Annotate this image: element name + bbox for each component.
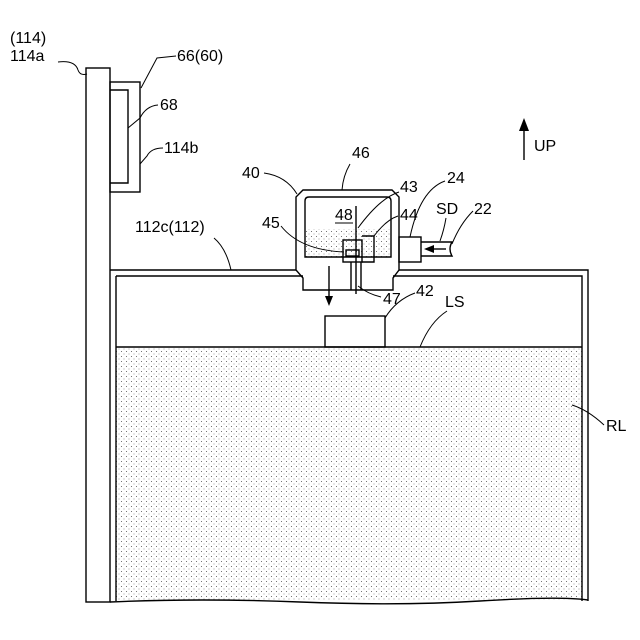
label-rl: RL (606, 418, 627, 435)
label-114: (114) (10, 30, 46, 47)
label-48: 48 (335, 207, 353, 224)
leader-40 (264, 173, 297, 194)
drop-arrow-head (325, 296, 333, 306)
label-46: 46 (352, 145, 370, 162)
plate-114a (86, 68, 110, 602)
leader-66-60 (141, 56, 176, 88)
label-44: 44 (400, 207, 418, 224)
label-68: 68 (160, 97, 178, 114)
label-114b: 114b (164, 140, 199, 157)
label-45: 45 (262, 215, 280, 232)
label-40: 40 (242, 165, 260, 182)
label-up: UP (534, 138, 556, 155)
liquid-in-chamber (305, 229, 391, 257)
float-block-42 (325, 316, 385, 347)
member-68 (110, 90, 128, 183)
stored-liquid-rl (116, 347, 582, 601)
label-114a: 114a (10, 48, 45, 65)
label-66-60: 66(60) (177, 48, 223, 65)
leader-ls (420, 311, 447, 347)
leader-114a (58, 62, 87, 75)
label-sd: SD (436, 201, 458, 218)
leader-46 (342, 164, 350, 190)
connector-24 (399, 237, 421, 262)
leader-112c (214, 238, 231, 270)
leader-sd (440, 218, 446, 241)
unit-66 (110, 82, 140, 192)
leader-68 (128, 105, 158, 128)
sd-arrow-head (424, 245, 434, 253)
label-42: 42 (416, 283, 434, 300)
label-ls: LS (445, 294, 465, 311)
leader-114b (140, 148, 163, 164)
label-43: 43 (400, 179, 418, 196)
up-arrow-head (519, 118, 529, 131)
label-112c-112: 112c(112) (135, 219, 205, 236)
label-24: 24 (447, 170, 465, 187)
label-22: 22 (474, 201, 492, 218)
label-47: 47 (383, 291, 401, 308)
